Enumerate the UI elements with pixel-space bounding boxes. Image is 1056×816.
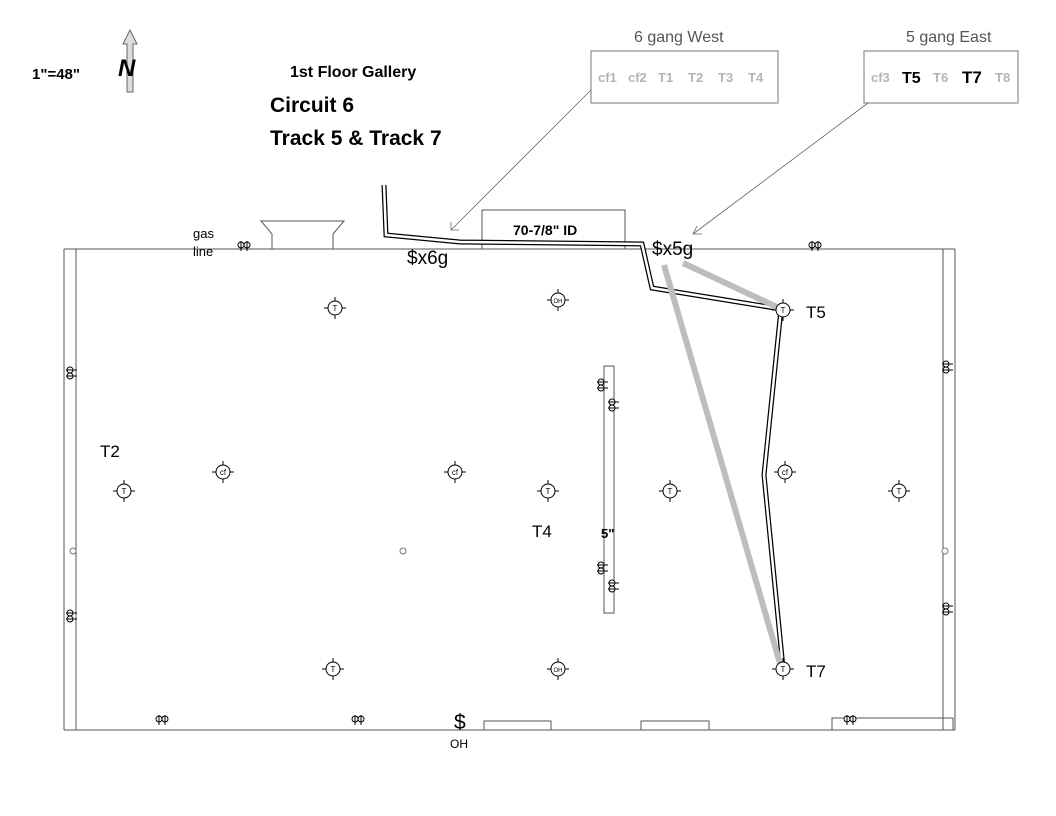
svg-text:T: T: [781, 665, 786, 674]
outlet-icon: [66, 366, 77, 380]
outlet-icon: [808, 241, 822, 251]
track-label-t2: T2: [100, 442, 120, 461]
north-arrow-icon: N: [118, 28, 138, 93]
track-fixture-icon: T: [659, 480, 681, 502]
outlet-icon: [942, 360, 953, 374]
outlet-icon: [608, 398, 619, 412]
svg-text:T: T: [331, 665, 336, 674]
overhead-fixture-icon: OH: [547, 658, 569, 680]
track-label-t4: T4: [532, 522, 552, 541]
leader-lines: [450, 89, 869, 235]
outlet-icon: [843, 715, 857, 725]
track-fixture-icon: T: [113, 480, 135, 502]
outlet-icon: [155, 715, 169, 725]
track-label-t5: T5: [806, 303, 826, 322]
track-fixture-icon: T: [537, 480, 559, 502]
outlet-icon: [351, 715, 365, 725]
switch-east: $x5g: [652, 239, 693, 260]
switch-bottom-label: OH: [450, 737, 468, 751]
opening-label: 70-7/8" ID: [513, 222, 577, 238]
switch-bottom: $: [454, 711, 466, 734]
svg-text:T1: T1: [658, 70, 673, 85]
svg-text:OH: OH: [554, 668, 563, 674]
ceiling-fan-icon: cf: [444, 461, 466, 483]
svg-text:T6: T6: [933, 70, 948, 85]
svg-text:T: T: [333, 304, 338, 313]
gas-line-label-2: line: [193, 244, 213, 259]
track-fixture-icon: T: [888, 480, 910, 502]
overhead-fixture-icon: OH: [547, 289, 569, 311]
circuit-run: [381, 184, 786, 669]
svg-text:T8: T8: [995, 70, 1010, 85]
east-gang-switches: cf3 T5 T6 T7 T8: [871, 68, 1010, 87]
svg-text:cf1: cf1: [598, 70, 617, 85]
outlet-icon: [66, 609, 77, 623]
fixtures: T T T T T T T T OH OH cf cf cf: [66, 241, 953, 725]
svg-text:cf3: cf3: [871, 70, 890, 85]
page-title: 1st Floor Gallery: [290, 64, 416, 81]
junction-circle: [69, 547, 77, 555]
ceiling-fan-icon: cf: [212, 461, 234, 483]
svg-text:T4: T4: [748, 70, 764, 85]
east-gang-title: 5 gang East: [906, 29, 992, 46]
outlet-icon: [597, 378, 608, 392]
outlet-icon: [942, 602, 953, 616]
track-fixture-icon: T: [324, 297, 346, 319]
svg-text:T3: T3: [718, 70, 733, 85]
svg-text:T: T: [897, 487, 902, 496]
svg-text:T: T: [781, 306, 786, 315]
outlet-icon: [237, 241, 251, 251]
junction-circle: [399, 547, 407, 555]
outlet-icon: [608, 579, 619, 593]
switch-west: $x6g: [407, 248, 448, 269]
junction-circle: [941, 547, 949, 555]
svg-text:T5: T5: [902, 70, 921, 87]
svg-text:cf: cf: [452, 468, 459, 477]
svg-text:T: T: [122, 487, 127, 496]
east-gang-box: [863, 50, 1019, 104]
scale-label: 1"=48": [32, 66, 80, 83]
circuit-title: Circuit 6: [270, 94, 354, 117]
track-label-t7: T7: [806, 662, 826, 681]
column-label: 5": [601, 526, 614, 541]
west-gang-box: [590, 50, 779, 104]
svg-text:cf2: cf2: [628, 70, 647, 85]
svg-text:T2: T2: [688, 70, 703, 85]
svg-text:cf: cf: [782, 468, 789, 477]
svg-text:T7: T7: [962, 68, 982, 87]
gas-line-label-1: gas: [193, 226, 214, 241]
ceiling-fan-icon: cf: [774, 461, 796, 483]
track-fixture-icon: T: [772, 299, 794, 321]
west-gang-title: 6 gang West: [634, 29, 724, 46]
room-walls: [63, 209, 956, 731]
svg-text:T: T: [546, 487, 551, 496]
outlet-icon: [597, 561, 608, 575]
west-gang-switches: cf1 cf2 T1 T2 T3 T4: [598, 70, 764, 85]
svg-text:cf: cf: [220, 468, 227, 477]
tracks-title: Track 5 & Track 7: [270, 127, 442, 150]
svg-text:OH: OH: [554, 299, 563, 305]
track-fixture-icon: T: [772, 658, 794, 680]
svg-text:T: T: [668, 487, 673, 496]
track-fixture-icon: T: [322, 658, 344, 680]
svg-text:N: N: [118, 55, 136, 82]
